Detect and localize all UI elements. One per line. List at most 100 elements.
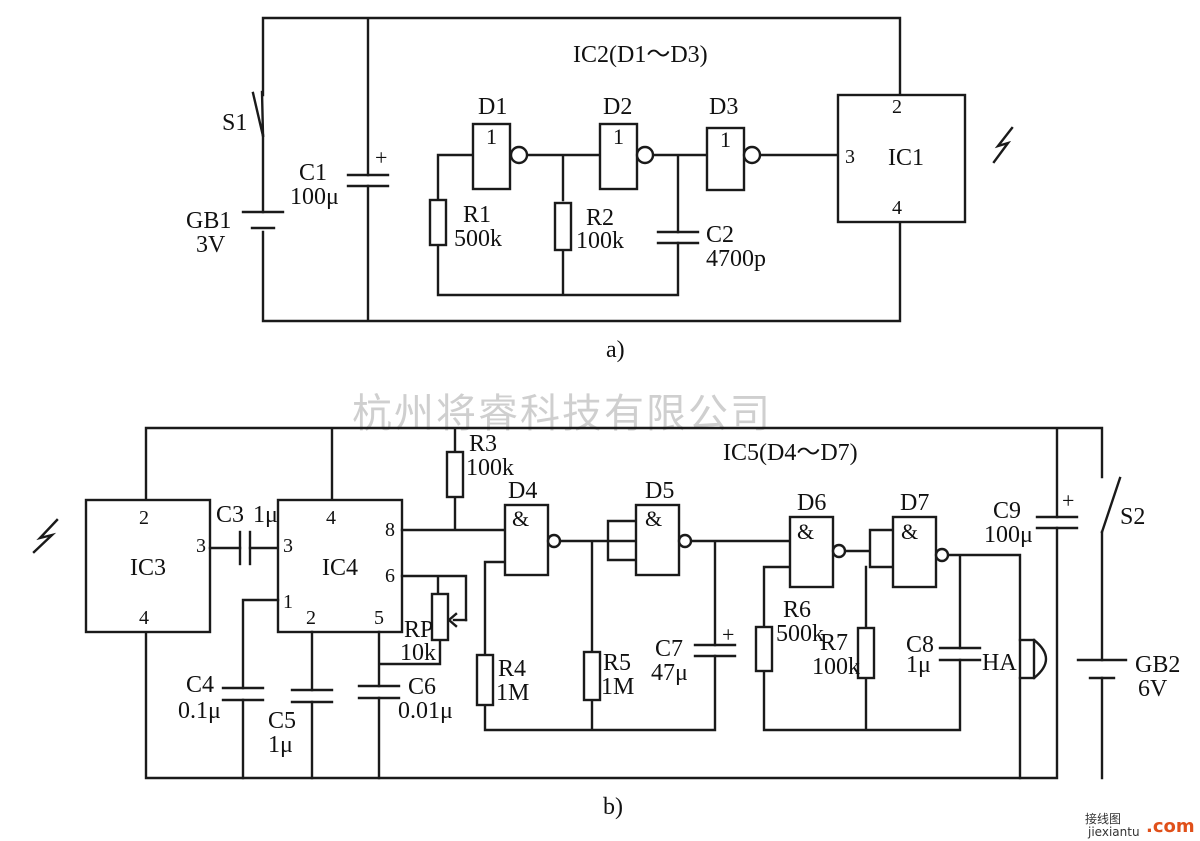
resistor-r4-name: R4 [498, 656, 526, 682]
buzzer-ha-label: HA [982, 650, 1017, 676]
gate-d3-label: D3 [709, 94, 738, 120]
gate-d2-label: D2 [603, 94, 632, 120]
capacitor-c3-name: C3 [216, 502, 244, 528]
ic4-pin-8: 8 [385, 519, 395, 541]
resistor-r7-value: 100k [812, 654, 860, 680]
gate-d1-symbol: 1 [486, 124, 497, 149]
gate-d7-label: D7 [900, 490, 929, 516]
gate-d2-symbol: 1 [613, 124, 624, 149]
resistor-r5 [582, 650, 602, 702]
footer-logo-com: .com [1146, 816, 1195, 837]
buzzer-ha-body [1018, 638, 1036, 680]
caption-b: b) [603, 794, 623, 820]
footer-logo-cn: 接线图 [1085, 811, 1121, 826]
ic3-pin-2: 2 [139, 507, 149, 529]
resistor-r2-name: R2 [586, 205, 614, 231]
capacitor-c1-name: C1 [299, 160, 327, 186]
gate-d2-bubble [635, 145, 655, 165]
resistor-r5-value: 1M [601, 674, 634, 700]
caption-a: a) [606, 337, 625, 363]
resistor-r4 [475, 653, 495, 707]
ic4-pin-2: 2 [306, 607, 316, 629]
switch-s2-label: S2 [1120, 504, 1145, 530]
capacitor-c7-name: C7 [655, 636, 683, 662]
resistor-r3-name: R3 [469, 431, 497, 457]
gate-d7-symbol: & [901, 519, 918, 544]
resistor-r3-value: 100k [466, 455, 514, 481]
ic4-box [276, 498, 404, 634]
capacitor-c5-value: 1μ [268, 732, 293, 758]
ic2-group-label: IC2(D1～D3) [573, 42, 708, 68]
capacitor-c7-value: 47μ [651, 660, 688, 686]
capacitor-c5-name: C5 [268, 708, 296, 734]
capacitor-c4-value: 0.1μ [178, 698, 221, 724]
ic1-pin-4: 4 [892, 197, 902, 219]
ic3-box [84, 498, 212, 634]
capacitor-c8-name: C8 [906, 632, 934, 658]
gate-d5-bubble [677, 533, 693, 549]
ic1-label: IC1 [888, 145, 924, 171]
ic4-label: IC4 [322, 555, 358, 581]
gate-d6-bubble [831, 543, 847, 559]
ic3-pin-3: 3 [196, 535, 206, 557]
gate-d6-label: D6 [797, 490, 826, 516]
switch-s1 [260, 90, 265, 137]
ic4-pin-1: 1 [283, 591, 293, 613]
gate-d2 [598, 122, 639, 191]
ic3-pin-4: 4 [139, 607, 149, 629]
footer-logo: 接线图 jiexiantu .com [1085, 811, 1195, 839]
capacitor-c4-name: C4 [186, 672, 214, 698]
gate-d4-symbol: & [512, 506, 529, 531]
gate-d3-symbol: 1 [720, 127, 731, 152]
resistor-r5-name: R5 [603, 650, 631, 676]
potentiometer-rp [430, 592, 450, 642]
capacitor-c2-value: 4700p [706, 246, 766, 272]
resistor-r1-value: 500k [454, 226, 502, 252]
resistor-r6 [754, 625, 774, 673]
lightning-icon [992, 126, 1014, 164]
gate-d1-label: D1 [478, 94, 507, 120]
capacitor-c6-value: 0.01μ [398, 698, 453, 724]
gate-d1-bubble [509, 145, 529, 165]
ic5-group-label: IC5(D4～D7) [723, 440, 858, 466]
circuit-a: + 1 1 1 IC1 2 3 4 IC2(D1～D3) S1 GB1 3V C… [186, 16, 1014, 363]
wire-a-outer [261, 16, 902, 323]
potentiometer-rp-arrow [447, 612, 458, 628]
ic4-pin-5: 5 [374, 607, 384, 629]
wire-a-inner [436, 93, 902, 297]
lightning-icon-b [32, 518, 59, 554]
capacitor-c9-value: 100μ [984, 522, 1033, 548]
gate-d5-label: D5 [645, 478, 674, 504]
wire-ic4-network [241, 495, 507, 780]
resistor-r4-value: 1M [496, 680, 529, 706]
capacitor-c2-name: C2 [706, 222, 734, 248]
gate-d4 [503, 503, 550, 577]
resistor-r1-name: R1 [463, 202, 491, 228]
resistor-r2 [553, 201, 573, 252]
capacitor-c9-plus: + [1062, 488, 1074, 513]
ic4-pin-3: 3 [283, 535, 293, 557]
battery-gb2-value: 6V [1138, 676, 1168, 702]
ic4-pin-6: 6 [385, 565, 395, 587]
resistor-r3 [445, 450, 465, 499]
gate-d3-bubble [742, 145, 762, 165]
gate-d6 [788, 515, 835, 589]
wire-b-outer [144, 426, 1104, 780]
capacitor-c8-value: 1μ [906, 652, 931, 678]
gate-d5 [634, 503, 681, 577]
resistor-r6-value: 500k [776, 621, 824, 647]
gate-d4-label: D4 [508, 478, 537, 504]
ic1-pin-3: 3 [845, 146, 855, 168]
buzzer-ha-horn [1032, 638, 1048, 680]
capacitor-c1-value: 100μ [290, 184, 339, 210]
ic4-pin-4: 4 [326, 507, 336, 529]
resistor-r7 [856, 626, 876, 680]
footer-logo-site: jiexiantu [1087, 825, 1140, 839]
ic1-pin-2: 2 [892, 96, 902, 118]
ic3-label: IC3 [130, 555, 166, 581]
capacitor-c7-plus: + [722, 622, 734, 647]
gate-d6-symbol: & [797, 519, 814, 544]
capacitor-c1-plus: + [375, 145, 387, 170]
potentiometer-rp-name: RP [404, 617, 433, 643]
